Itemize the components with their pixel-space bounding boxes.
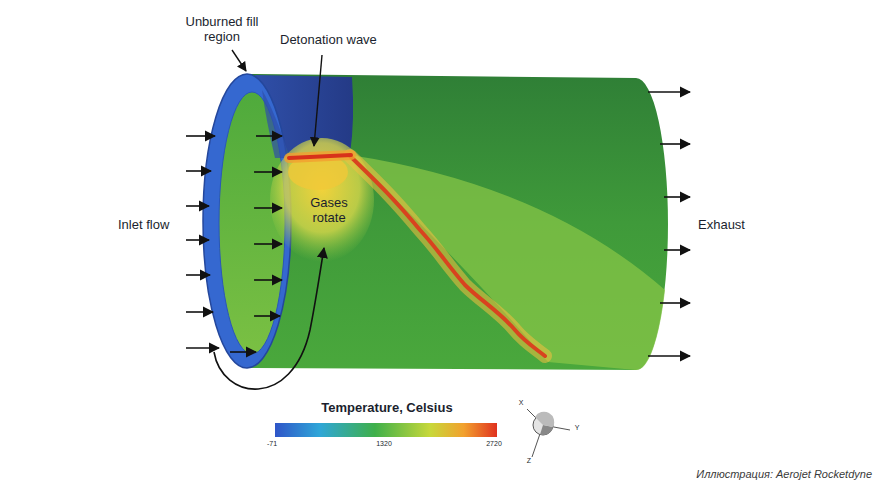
leader-line (314, 55, 322, 146)
exhaust-arrows (648, 92, 690, 356)
credit-caption: Иллюстрация: Aerojet Rocketdyne (560, 468, 872, 481)
scale-tick: -71 (257, 440, 287, 448)
inlet-arrows (186, 136, 219, 348)
flow-label: Exhaust (698, 218, 778, 233)
axis-label: Z (523, 457, 535, 465)
scale-tick: 1320 (369, 440, 399, 448)
front-glow (289, 155, 351, 158)
flow-label: Inlet flow (118, 218, 184, 233)
fill-edge (262, 90, 290, 158)
detonation-front (289, 155, 351, 158)
scale-tick: 2720 (479, 440, 509, 448)
axis-label: X (515, 399, 527, 407)
rotation-arrow (214, 248, 324, 389)
legend-title: Temperature, Celsius (312, 401, 462, 416)
leader-line (232, 50, 246, 71)
axis-label: Y (571, 424, 583, 432)
flow-label: Gases rotate (296, 196, 362, 226)
axis-widget (527, 409, 570, 457)
callout-label: Detonation wave (280, 33, 400, 48)
oblique-shock (350, 156, 545, 356)
shock-glow (350, 156, 545, 356)
inner-arrows (230, 136, 282, 352)
color-bar (275, 423, 497, 437)
light-region (350, 155, 665, 370)
callout-label: Unburned fill region (184, 15, 260, 45)
